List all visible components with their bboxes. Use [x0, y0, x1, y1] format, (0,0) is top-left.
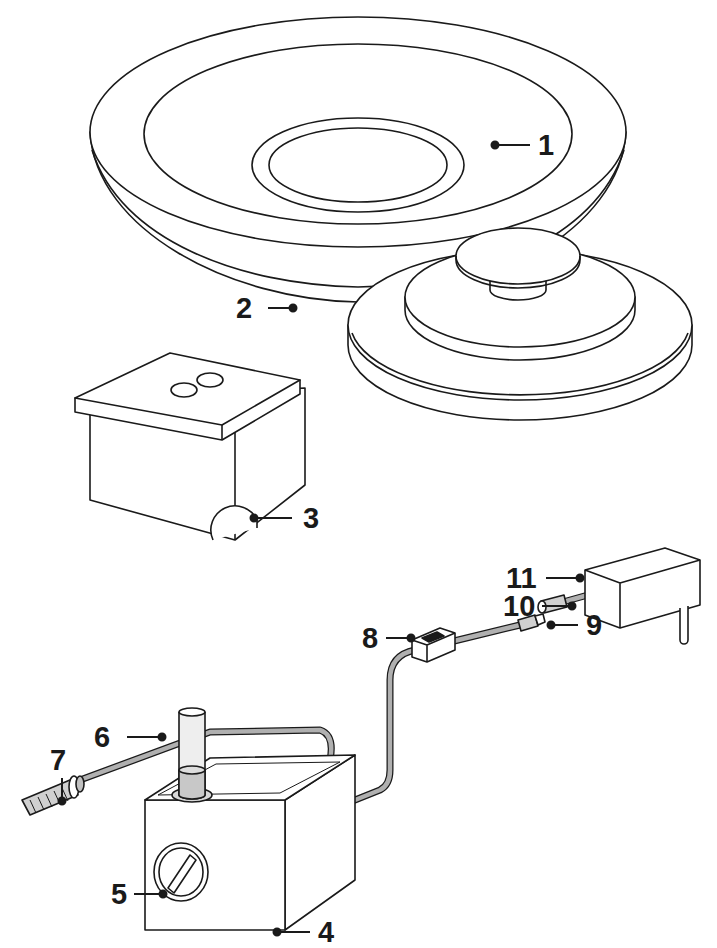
callout-number: 8: [362, 624, 378, 653]
power-adapter: [585, 548, 700, 644]
flow-knob: [154, 843, 208, 901]
callout-number: 5: [111, 880, 127, 909]
leader-lines: [59, 142, 584, 936]
callout-number: 11: [506, 564, 537, 593]
callout-number: 2: [236, 294, 252, 323]
callout-number: 4: [318, 918, 334, 947]
outlet-tube: [172, 708, 212, 802]
callout-number: 9: [586, 611, 602, 640]
pump-cover: [75, 353, 305, 540]
callout-number: 3: [303, 504, 319, 533]
bowl: [90, 17, 626, 302]
fountain-tiers: [348, 228, 692, 420]
callout-number: 1: [538, 131, 554, 160]
dc-plug: [538, 595, 567, 613]
callout-number: 7: [50, 746, 66, 775]
pump-body: [145, 755, 355, 930]
inline-switch: [412, 628, 455, 662]
suction-plug: [22, 776, 84, 815]
callout-number: 10: [503, 592, 535, 621]
callout-number: 6: [94, 723, 110, 752]
